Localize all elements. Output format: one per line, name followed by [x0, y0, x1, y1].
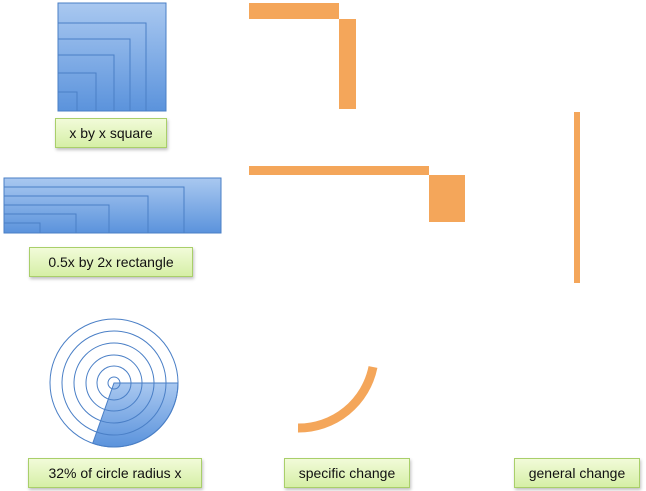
square-outer [57, 2, 167, 112]
circle-2 [61, 330, 167, 436]
label-specific-change: specific change [284, 458, 410, 488]
nested-rectangles [3, 177, 222, 234]
label-circle: 32% of circle radius x [28, 458, 202, 488]
circle-6 [107, 376, 121, 390]
circle-4 [85, 354, 143, 412]
general-change-bar [574, 112, 580, 283]
middle-square [429, 175, 465, 222]
label-square: x by x square [55, 118, 167, 148]
arc-strip [297, 366, 378, 433]
square-6 [57, 91, 78, 112]
top-strip-horizontal [249, 3, 339, 19]
circle-5 [96, 365, 132, 401]
label-rectangle: 0.5x by 2x rectangle [29, 247, 193, 277]
rectangle-6 [3, 222, 41, 234]
concentric-circles [49, 318, 179, 448]
middle-strip-horizontal [249, 166, 429, 175]
nested-squares [57, 2, 167, 112]
circle-1 [49, 318, 179, 448]
label-general-change: general change [514, 458, 640, 488]
top-strip-vertical [339, 19, 356, 109]
circle-3 [73, 342, 155, 424]
specific-change-shapes [249, 3, 465, 433]
